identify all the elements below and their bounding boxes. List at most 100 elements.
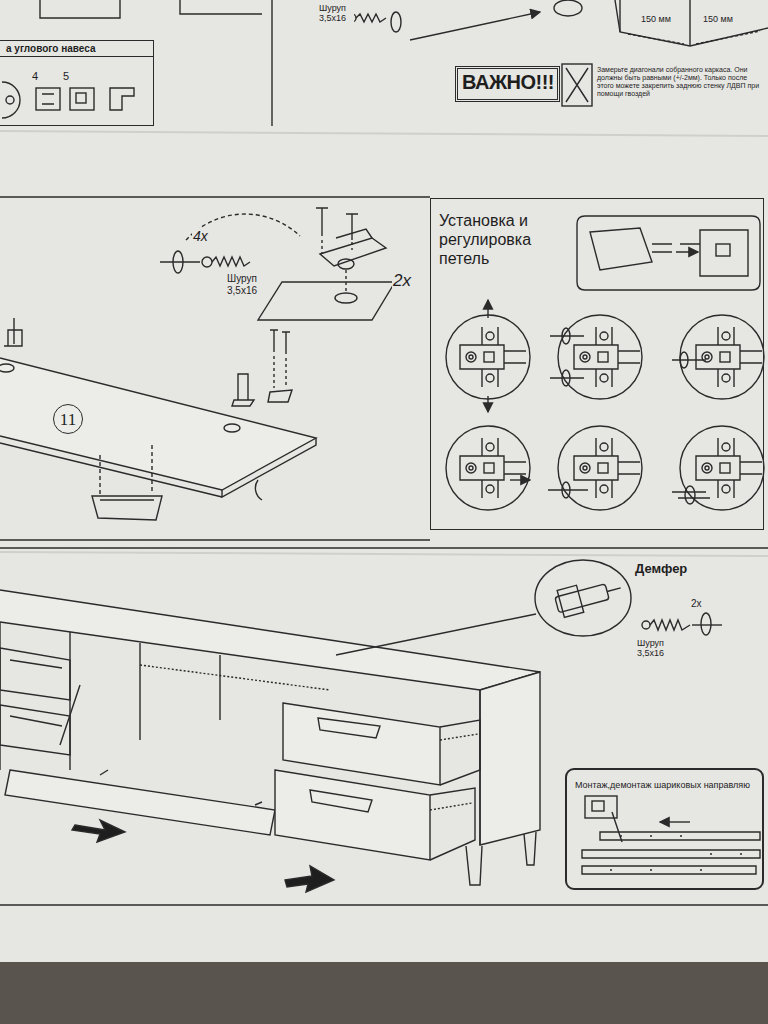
board-section bbox=[351, 214, 352, 240]
board-section bbox=[322, 240, 352, 292]
panel-heading: Монтаж,демонтаж шариковых направляю bbox=[575, 780, 750, 790]
cabinet-section bbox=[318, 718, 380, 738]
cabinet-section bbox=[70, 632, 220, 770]
hinge-adjustment-figures bbox=[590, 228, 652, 270]
hinge-adjustment-figures bbox=[680, 352, 688, 368]
hinge-adjustment-figures bbox=[574, 438, 640, 498]
cabinet-section bbox=[430, 734, 478, 810]
cabinet-section bbox=[0, 547, 768, 548]
paper-fold bbox=[0, 131, 768, 556]
top-section bbox=[554, 0, 582, 16]
hinge-adjustment-figures bbox=[446, 315, 530, 399]
top-section bbox=[562, 64, 592, 106]
step-number-circle: 11 bbox=[53, 404, 83, 434]
cabinet-section bbox=[692, 624, 722, 625]
hinge-adjustment-figures bbox=[716, 244, 730, 256]
top-section bbox=[615, 0, 768, 46]
board-section bbox=[100, 445, 152, 494]
cabinet-section bbox=[0, 590, 540, 690]
hinge-adjustment-figures bbox=[696, 438, 762, 498]
board-section bbox=[92, 496, 162, 520]
hinge-adjustment-panel: Установка и регулировка петель bbox=[430, 198, 764, 530]
board-section bbox=[338, 259, 354, 269]
board-section bbox=[202, 257, 212, 267]
hinge-adjustment-figures bbox=[562, 370, 570, 386]
hinge-adjustment-figures bbox=[577, 216, 760, 290]
cabinet-section bbox=[642, 621, 650, 629]
cabinet-section bbox=[285, 866, 334, 892]
board-section bbox=[160, 261, 200, 262]
ball-slide-panel: Монтаж,демонтаж шариковых направляю bbox=[565, 768, 764, 890]
cabinet-section bbox=[283, 703, 440, 785]
hinge-adjustment-figures bbox=[672, 492, 710, 498]
top-section bbox=[40, 0, 120, 18]
board-section bbox=[212, 257, 250, 266]
cabinet-section bbox=[535, 560, 631, 636]
board-section bbox=[321, 208, 322, 236]
board-section bbox=[285, 332, 286, 354]
hinge-adjustment-figures bbox=[558, 426, 642, 510]
hinge-adjustment-figures bbox=[562, 328, 570, 344]
step-number: 11 bbox=[60, 411, 76, 428]
cabinet-section bbox=[310, 790, 372, 812]
cabinet-section bbox=[582, 850, 760, 858]
hinge-adjustment-figures bbox=[460, 327, 526, 387]
paper-fold bbox=[0, 131, 768, 136]
cabinet-section bbox=[10, 660, 62, 726]
top-section bbox=[110, 88, 134, 110]
board-section bbox=[0, 539, 430, 540]
board-section bbox=[270, 330, 290, 332]
cabinet-section bbox=[466, 832, 536, 885]
cabinet-section bbox=[0, 648, 70, 755]
cabinet-section bbox=[140, 665, 330, 690]
top-section bbox=[391, 12, 401, 32]
hinge-adjustment-figures bbox=[510, 479, 530, 480]
screw-spec: Шуруп 3,5x16 bbox=[636, 638, 678, 659]
hinge-adjustment-figures bbox=[676, 244, 700, 252]
board-section bbox=[0, 438, 316, 497]
hinge-adjustment-figures bbox=[460, 438, 526, 498]
dimension: 150 мм bbox=[702, 14, 734, 24]
cabinet-section bbox=[480, 672, 540, 845]
top-section bbox=[76, 93, 86, 103]
screw-spec: Шуруп 3,5x16 bbox=[226, 273, 272, 296]
top-section bbox=[42, 94, 54, 104]
cabinet-section bbox=[60, 685, 80, 745]
hinge-adjustment-figures bbox=[685, 486, 695, 504]
hinge-adjustment-figures bbox=[550, 336, 584, 378]
warning-box: ВАЖНО!!! bbox=[455, 66, 560, 102]
warning-note: Замерьте диагонали собранного каркаса. О… bbox=[596, 66, 764, 98]
board-section bbox=[255, 480, 262, 500]
top-section bbox=[356, 14, 386, 22]
board-section bbox=[0, 196, 430, 197]
hinge-adjustment-figures bbox=[562, 482, 570, 498]
cabinet-section bbox=[430, 788, 475, 860]
board-section bbox=[335, 293, 357, 303]
board-section bbox=[4, 318, 22, 346]
cabinet-section bbox=[5, 770, 275, 835]
board-section bbox=[0, 358, 316, 490]
hinge-adjustment-figures bbox=[548, 489, 588, 490]
warning-heading: ВАЖНО!!! bbox=[462, 71, 553, 94]
top-section bbox=[410, 12, 540, 40]
top-section bbox=[566, 68, 588, 102]
top-section bbox=[2, 0, 768, 126]
board-section bbox=[232, 374, 254, 406]
top-section bbox=[2, 82, 20, 118]
cabinet-section bbox=[610, 836, 742, 870]
table-surface bbox=[0, 962, 768, 1024]
cabinet-section bbox=[612, 812, 622, 842]
paper-fold bbox=[0, 552, 768, 556]
part-name: Демфер bbox=[634, 562, 688, 577]
top-section bbox=[180, 0, 262, 14]
hinge-adjustment-figures bbox=[487, 300, 488, 318]
cabinet-section bbox=[0, 622, 1, 770]
quantity: 4x bbox=[192, 228, 209, 244]
board-section bbox=[336, 229, 372, 238]
top-section bbox=[70, 88, 94, 110]
board-section bbox=[0, 197, 430, 540]
board-section bbox=[0, 364, 14, 372]
